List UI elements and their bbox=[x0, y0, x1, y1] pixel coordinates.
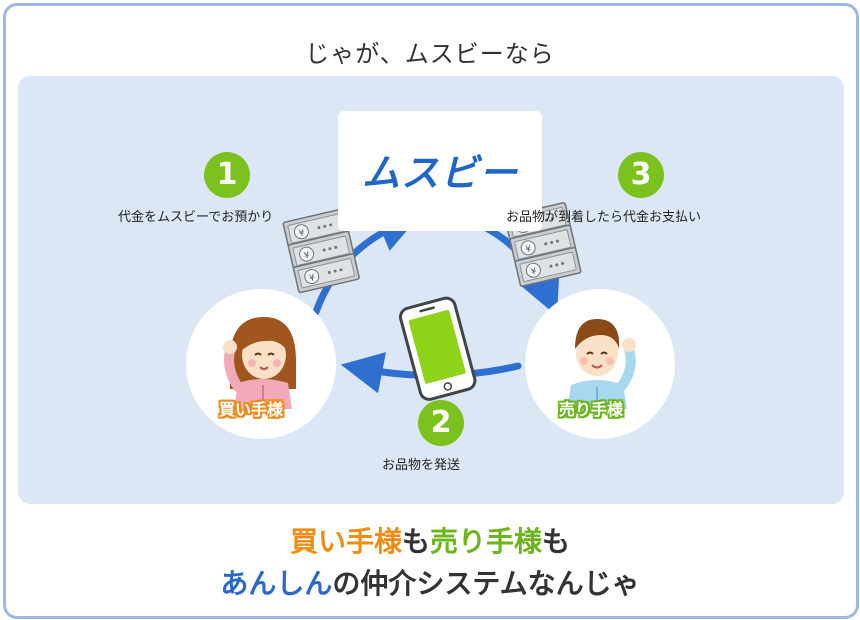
musubi-logo-box bbox=[338, 111, 542, 231]
step-1-badge: 1 bbox=[204, 152, 250, 198]
bottom-message-line2: あんしんの仲介システムなんじゃ bbox=[0, 562, 860, 602]
bottom-particle-2: も bbox=[542, 525, 571, 558]
step-3-label: お品物が到着したら代金お支払い bbox=[506, 210, 702, 225]
step-1-label: 代金をムスビーでお預かり bbox=[118, 210, 274, 225]
bottom-message-line1: 買い手様も売り手様も bbox=[0, 520, 860, 560]
buyer-label: 買い手様 bbox=[219, 400, 284, 419]
page-title: じゃが、ムスビーなら bbox=[305, 40, 555, 68]
boy-avatar-icon bbox=[567, 319, 636, 409]
step-3-badge: 3 bbox=[618, 152, 664, 198]
bottom-buyer-text: 買い手様 bbox=[289, 525, 402, 558]
bottom-particle-1: も bbox=[401, 525, 430, 558]
step-2-label: お品物を発送 bbox=[382, 458, 461, 473]
musubi-logo: ムスビー bbox=[361, 151, 518, 195]
seller-label: 売り手様 bbox=[559, 400, 624, 419]
bottom-seller-text: 売り手様 bbox=[430, 525, 543, 558]
bottom-system-text: の仲介システムなんじゃ bbox=[332, 567, 640, 600]
girl-avatar-icon bbox=[223, 317, 296, 409]
smartphone-icon bbox=[399, 296, 477, 401]
bottom-anshin-text: あんしん bbox=[220, 567, 333, 600]
step-2-badge: 2 bbox=[418, 400, 464, 446]
